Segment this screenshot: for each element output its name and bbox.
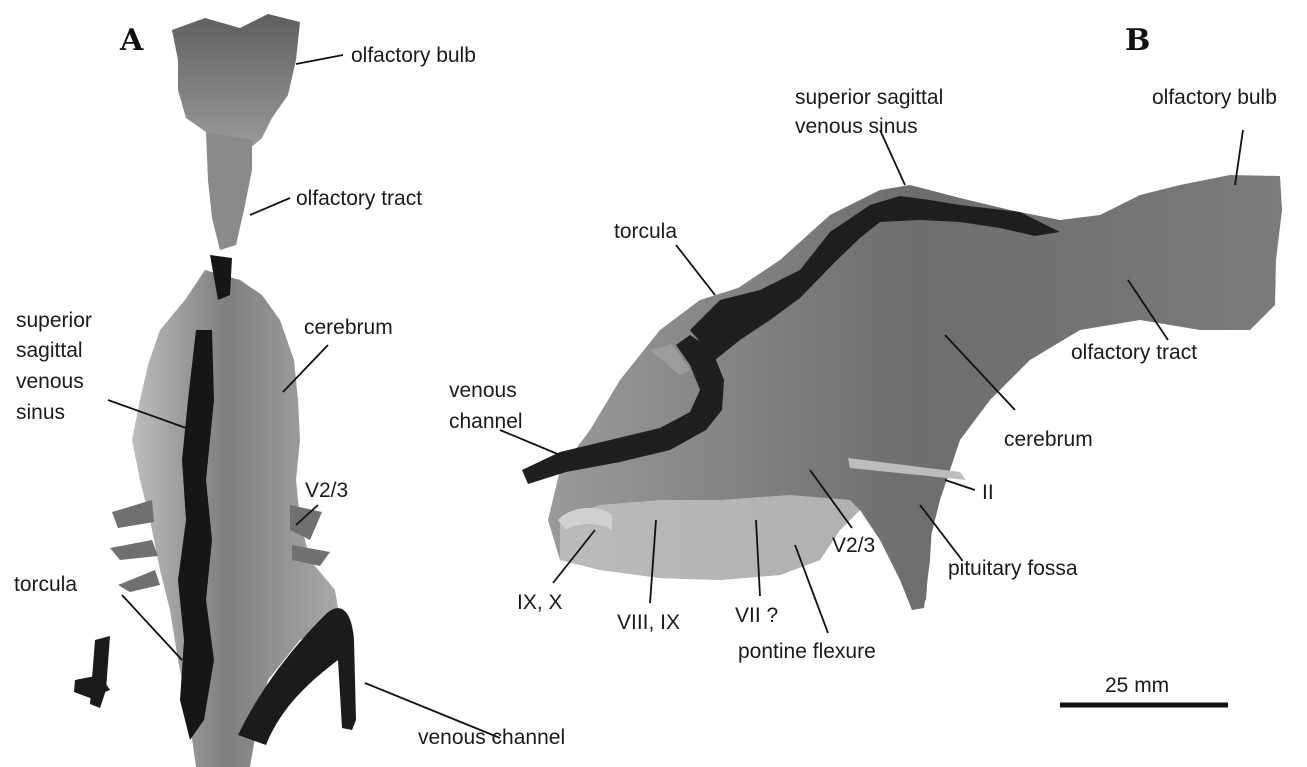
panel-b-label-venous-channel-line2: channel [449, 410, 523, 433]
panel-a-olfactory-bulb-shape [172, 14, 300, 150]
panel-b-label-viii-ix: VIII, IX [617, 611, 680, 634]
panel-b-leader-torcula [676, 245, 715, 295]
panel-b-label-sss-line1: superior sagittal [795, 86, 943, 109]
panel-b-label-v23: V2/3 [832, 534, 875, 557]
panel-b-label-sss-line2: venous sinus [795, 115, 918, 138]
panel-a-olfactory-tract-shape [206, 132, 252, 250]
panel-b-label-pituitary-fossa: pituitary fossa [948, 557, 1078, 580]
panel-a-label-olfactory-tract: olfactory tract [296, 187, 422, 210]
panel-b-leader-ii [945, 480, 975, 490]
panel-a-leader-olfactory-tract [250, 198, 290, 215]
panel-b-ventral-shading [560, 495, 860, 580]
panel-b-leader-sss [880, 130, 905, 185]
panel-a-label-torcula: torcula [14, 573, 77, 596]
panel-b-label-venous-channel-line1: venous [449, 379, 517, 402]
panel-b-label-olfactory-tract: olfactory tract [1071, 341, 1197, 364]
panel-b-label-ii: II [982, 481, 994, 504]
panel-a-label-sss-line3: venous [16, 370, 84, 393]
panel-a-label-sss-line2: sagittal [16, 339, 83, 362]
panel-b-leader-venous-channel [500, 430, 560, 455]
panel-b-label-pontine-flexure: pontine flexure [738, 640, 876, 663]
panel-b: B 25 mm superior sagittal [449, 23, 1282, 705]
panel-b-label-ix-x: IX, X [517, 591, 563, 614]
panel-a-label-sss-line4: sinus [16, 401, 65, 424]
panel-b-label-vii: VII ? [735, 604, 778, 627]
panel-a-label-olfactory-bulb: olfactory bulb [351, 44, 476, 67]
panel-b-letter: B [1125, 23, 1150, 58]
panel-a-leader-olfactory-bulb [296, 55, 343, 64]
panel-a-letter: A [119, 23, 144, 58]
panel-b-label-torcula: torcula [614, 220, 677, 243]
panel-a-venous-channel-left [74, 636, 110, 708]
panel-b-label-cerebrum: cerebrum [1004, 428, 1093, 451]
panel-a-label-sss-line1: superior [16, 309, 92, 332]
panel-a-label-v23: V2/3 [305, 479, 348, 502]
panel-b-label-olfactory-bulb: olfactory bulb [1152, 86, 1277, 109]
panel-a-label-venous-channel: venous channel [418, 726, 565, 749]
panel-a-label-cerebrum: cerebrum [304, 316, 393, 339]
scale-bar-label: 25 mm [1105, 674, 1169, 697]
